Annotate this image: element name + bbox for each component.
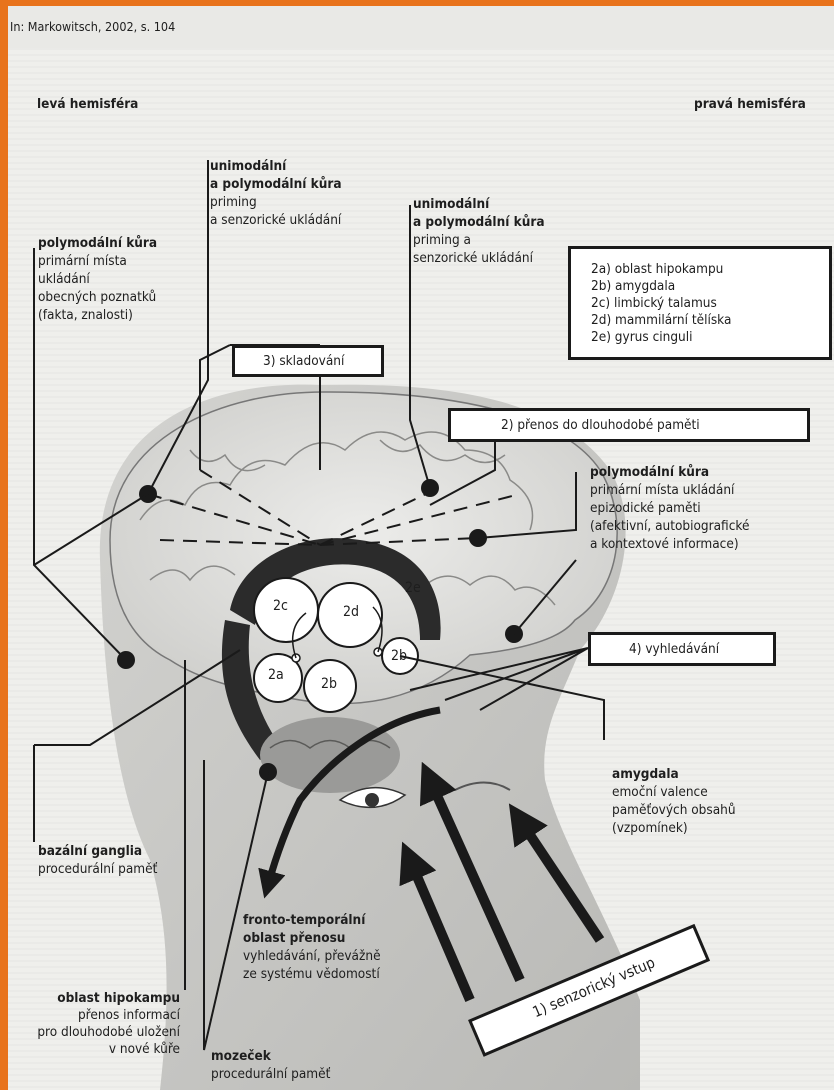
legend-2b: 2b) amygdala xyxy=(591,278,829,295)
polymodal-right-desc-4: a kontextové informace) xyxy=(590,536,739,553)
left-hemisphere-label: levá hemisféra xyxy=(37,96,138,113)
polymodal-right-desc-3: (afektivní, autobiografické xyxy=(590,518,749,535)
unimodal-top-title-2: a polymodální kůra xyxy=(210,176,342,193)
right-hemisphere-label: pravá hemisféra xyxy=(694,96,806,113)
fronto-temporal-desc-1: vyhledávání, převážně xyxy=(243,948,381,965)
unimodal-top-desc-2: a senzorické ukládání xyxy=(210,212,341,229)
unimodal-top-title-1: unimodální xyxy=(210,158,286,175)
label-2b-right: 2b xyxy=(391,648,407,665)
label-2c: 2c xyxy=(273,598,288,615)
unimodal-top-desc-1: priming xyxy=(210,194,257,211)
hippocampus-area-desc-3: v nové kůře xyxy=(10,1041,180,1058)
amygdala-title: amygdala xyxy=(612,766,679,783)
legend-2e: 2e) gyrus cinguli xyxy=(591,329,829,346)
polymodal-right-desc-2: epizodické paměti xyxy=(590,500,701,517)
retrieval-label: 4) vyhledávání xyxy=(629,641,773,658)
amygdala-desc-3: (vzpomínek) xyxy=(612,820,688,837)
polymodal-left-desc-4: (fakta, znalosti) xyxy=(38,307,133,324)
label-2e: 2e xyxy=(405,580,421,597)
legend-box: 2a) oblast hipokampu 2b) amygdala 2c) li… xyxy=(568,246,832,360)
label-2b: 2b xyxy=(321,676,337,693)
polymodal-left-desc-2: ukládání xyxy=(38,271,90,288)
fronto-temporal-title-1: fronto-temporální xyxy=(243,912,365,929)
polymodal-left-desc-3: obecných poznatků xyxy=(38,289,156,306)
cerebellum-desc: procedurální paměť xyxy=(211,1066,330,1083)
label-2a: 2a xyxy=(268,667,284,684)
polymodal-left-title: polymodální kůra xyxy=(38,235,157,252)
amygdala-desc-1: emoční valence xyxy=(612,784,708,801)
unimodal-mid-desc-1: priming a xyxy=(413,232,471,249)
label-2d: 2d xyxy=(343,604,359,621)
hippocampus-area-title: oblast hipokampu xyxy=(10,990,180,1007)
storage-box: 3) skladování xyxy=(232,345,384,377)
source-note: In: Markowitsch, 2002, s. 104 xyxy=(10,18,175,35)
cerebellum-title: mozeček xyxy=(211,1048,271,1065)
hippocampus-area-block: oblast hipokampu přenos informací pro dl… xyxy=(10,990,180,1058)
fronto-temporal-desc-2: ze systému vědomostí xyxy=(243,966,380,983)
polymodal-right-title: polymodální kůra xyxy=(590,464,709,481)
unimodal-mid-title-2: a polymodální kůra xyxy=(413,214,545,231)
fronto-temporal-title-2: oblast přenosu xyxy=(243,930,345,947)
legend-2d: 2d) mammilární tělíska xyxy=(591,312,829,329)
transfer-label: 2) přenos do dlouhodobé paměti xyxy=(501,417,807,434)
hippocampus-area-desc-2: pro dlouhodobé uložení xyxy=(10,1024,180,1041)
unimodal-mid-title-1: unimodální xyxy=(413,196,489,213)
amygdala-desc-2: paměťových obsahů xyxy=(612,802,736,819)
unimodal-mid-desc-2: senzorické ukládání xyxy=(413,250,533,267)
polymodal-right-desc-1: primární místa ukládání xyxy=(590,482,734,499)
transfer-box: 2) přenos do dlouhodobé paměti xyxy=(448,408,810,442)
storage-label: 3) skladování xyxy=(263,353,381,370)
basal-ganglia-title: bazální ganglia xyxy=(38,843,142,860)
retrieval-box: 4) vyhledávání xyxy=(588,632,776,666)
legend-2a: 2a) oblast hipokampu xyxy=(591,261,829,278)
basal-ganglia-desc: procedurální paměť xyxy=(38,861,157,878)
legend-2c: 2c) limbický talamus xyxy=(591,295,829,312)
polymodal-left-desc-1: primární místa xyxy=(38,253,127,270)
hippocampus-area-desc-1: přenos informací xyxy=(10,1007,180,1024)
